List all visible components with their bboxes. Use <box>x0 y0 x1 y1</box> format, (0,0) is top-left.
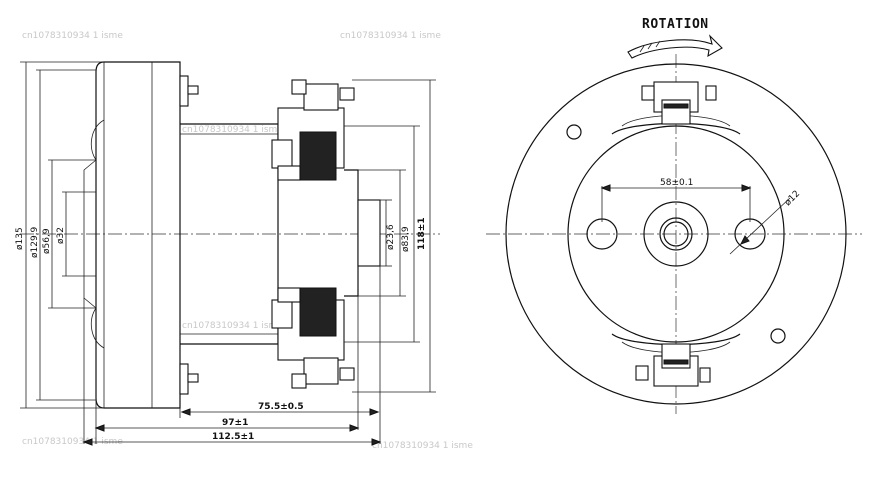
rotation-arrow-icon <box>627 34 723 59</box>
terminal-tab <box>641 85 655 101</box>
dim-83-9-label: ø83,9 <box>401 226 411 252</box>
watermark: cn1078310934 1 isme <box>182 125 283 135</box>
watermark: cn1078310934 1 isme <box>22 31 123 41</box>
watermark: cn1078310934 1 isme <box>22 437 123 447</box>
brush-block <box>299 131 337 181</box>
rotation-title: ROTATION <box>642 17 709 32</box>
arrow-head <box>739 235 750 245</box>
terminal-tab <box>705 85 717 101</box>
side-view: ø135 ø129,9 ø56,9 ø32 ø23,6 <box>15 61 440 446</box>
watermark: cn1078310934 1 isme <box>372 441 473 451</box>
dim-23-6-label: ø23,6 <box>386 224 396 250</box>
dim-129-9-label: ø129,9 <box>30 226 40 258</box>
arrow-head <box>349 424 360 432</box>
watermark: cn1078310934 1 isme <box>340 31 441 41</box>
dim-118-label: 118±1 <box>417 217 427 250</box>
front-brush-holder-bottom <box>611 333 741 387</box>
dim-32-label: ø32 <box>56 227 66 244</box>
inner-circle <box>567 125 785 343</box>
brush-holder-bottom <box>271 287 355 389</box>
side-vertical-dimensions: ø135 ø129,9 ø56,9 ø32 ø23,6 <box>15 61 436 409</box>
brush-contact <box>663 103 689 109</box>
spring-clip <box>271 299 293 329</box>
dim-58-label: 58±0.1 <box>660 178 693 188</box>
outer-circle <box>505 63 847 405</box>
arrow-head <box>741 184 752 192</box>
terminal-tab <box>635 365 649 381</box>
inlet-lip <box>83 159 97 309</box>
arrow-head <box>369 408 380 416</box>
dim-97-label: 97±1 <box>222 418 248 428</box>
ring-hole <box>566 124 582 140</box>
spring-clip <box>277 287 301 303</box>
watermark-group: cn1078310934 1 isme cn1078310934 1 isme … <box>22 31 473 451</box>
terminal-tab <box>339 87 355 101</box>
terminal-block <box>303 83 339 111</box>
terminal-tab <box>699 367 711 383</box>
brush-contact <box>663 359 689 365</box>
watermark: cn1078310934 1 isme <box>182 321 283 331</box>
arrow-head <box>82 438 93 446</box>
dim-56-9-label: ø56,9 <box>42 228 52 254</box>
hub-outer <box>643 201 709 267</box>
housing-outline <box>95 61 181 409</box>
front-brush-holder-top <box>611 81 741 135</box>
housing-tab-bottom <box>179 363 189 395</box>
arrow-head <box>94 424 105 432</box>
dim-12-label: ø12 <box>783 189 802 208</box>
ring-hole <box>770 328 786 344</box>
terminal-tab <box>291 79 307 95</box>
brush-holder-top <box>271 79 355 181</box>
terminal-tab <box>339 367 355 381</box>
inlet-curve-bottom <box>90 307 105 349</box>
hub-bore <box>663 221 689 247</box>
spring-clip <box>277 165 301 181</box>
dim-75-5-label: 75.5±0.5 <box>258 402 304 412</box>
bearing-boss <box>357 199 381 267</box>
dim-135-label: ø135 <box>15 227 25 250</box>
hub-inner <box>659 217 693 251</box>
housing-tab-top <box>179 75 189 107</box>
side-horizontal-dimensions: 75.5±0.5 97±1 112.5±1 <box>82 266 382 446</box>
motor-body <box>180 123 279 345</box>
inlet-curve-top <box>90 119 105 161</box>
housing-tab-bottom-clip <box>187 373 199 383</box>
arrow-head <box>180 408 191 416</box>
leader-line <box>729 197 791 255</box>
housing-tab-top-clip <box>187 85 199 95</box>
front-view: ROTATION 58±0.1 <box>486 17 862 414</box>
spring-clip <box>271 139 293 169</box>
terminal-tab <box>291 373 307 389</box>
dim-112-5-label: 112.5±1 <box>212 432 254 442</box>
end-bell <box>344 169 359 297</box>
terminal-block <box>303 357 339 385</box>
brush-block <box>299 287 337 337</box>
arrow-head <box>371 438 382 446</box>
arrow-head <box>600 184 611 192</box>
